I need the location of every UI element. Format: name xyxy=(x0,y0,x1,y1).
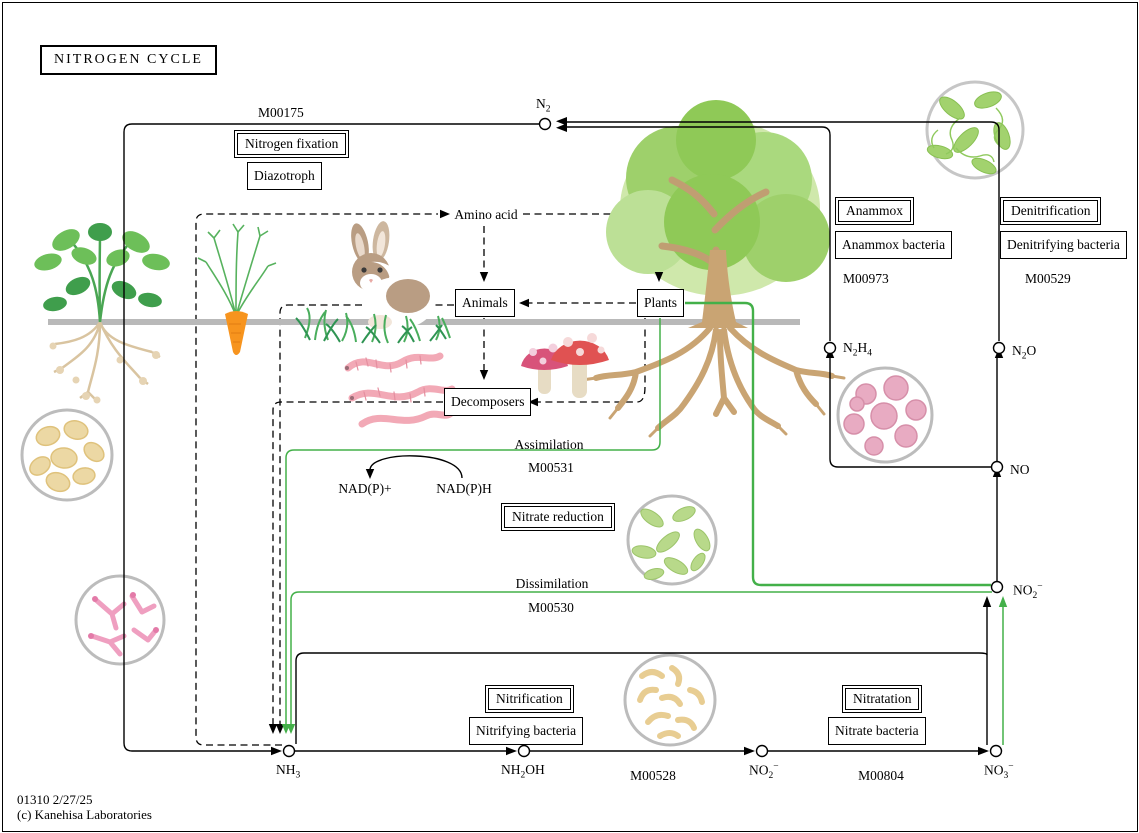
module-m00528[interactable]: M00528 xyxy=(630,768,676,783)
map-id-text: 01310 2/27/25 xyxy=(17,792,93,807)
amino-acid-label: Amino acid xyxy=(454,207,518,222)
map-title: NITROGEN CYCLE xyxy=(40,45,217,75)
nitrogen-fixation-path xyxy=(123,123,539,752)
no-to-n2h4-path xyxy=(829,358,991,468)
no2-right-label: NO2− xyxy=(1013,582,1043,602)
mushrooms-image xyxy=(521,333,609,398)
assimilation-label: Assimilation xyxy=(514,437,584,452)
decomposers-to-nh3-path xyxy=(272,401,443,724)
animals-to-nh3-path xyxy=(279,304,454,724)
grass-image xyxy=(295,307,451,344)
nadph-label: NAD(P)H xyxy=(436,481,492,496)
anammox-box[interactable]: Anammox xyxy=(835,197,914,225)
bacteria-vibrio-image xyxy=(623,653,717,747)
n2h4-to-n2-path xyxy=(567,126,831,341)
module-m00531[interactable]: M00531 xyxy=(528,460,574,475)
dissimilation-green-path xyxy=(290,591,992,724)
nadph-arc-path xyxy=(369,455,463,479)
no2-bottom-label: NO2− xyxy=(749,762,779,782)
copyright-text: (c) Kanehisa Laboratories xyxy=(17,807,152,822)
plants-to-decomposers-path xyxy=(538,318,646,403)
compound-node-no2-bottom[interactable] xyxy=(755,744,769,758)
anammox-bacteria-box[interactable]: Anammox bacteria xyxy=(835,231,953,259)
compound-node-no3[interactable] xyxy=(989,744,1003,758)
denitrification-box[interactable]: Denitrification xyxy=(1000,197,1102,225)
ground-line xyxy=(48,319,800,325)
diazotroph-box[interactable]: Diazotroph xyxy=(247,162,322,190)
compound-node-n2[interactable] xyxy=(538,117,552,131)
module-m00804[interactable]: M00804 xyxy=(858,768,904,783)
nitrification-box[interactable]: Nitrification xyxy=(485,685,574,713)
assimilation-green-path xyxy=(285,318,661,724)
nitrate-bacteria-box[interactable]: Nitrate bacteria xyxy=(828,717,926,745)
nitrogen-fixation-box[interactable]: Nitrogen fixation xyxy=(234,130,350,158)
bacteria-pinkcocci-image xyxy=(836,366,934,464)
denitrifying-bacteria-box[interactable]: Denitrifying bacteria xyxy=(1000,231,1127,259)
compound-node-n2o[interactable] xyxy=(992,341,1006,355)
module-m00529[interactable]: M00529 xyxy=(1025,271,1071,286)
nh2oh-label: NH2OH xyxy=(501,762,545,781)
compound-node-nh2oh[interactable] xyxy=(517,744,531,758)
bacteria-cocci-image xyxy=(20,408,114,502)
plant-image xyxy=(34,223,170,404)
bacteria-greenrods-image xyxy=(626,494,718,586)
compound-node-nh3[interactable] xyxy=(282,744,296,758)
nh3-label: NH3 xyxy=(276,762,301,781)
plants-no2-green-path xyxy=(685,301,991,587)
module-m00175[interactable]: M00175 xyxy=(258,105,304,120)
black-arrowheads xyxy=(268,117,1004,756)
decomposers-box[interactable]: Decomposers xyxy=(444,388,532,416)
plants-box[interactable]: Plants xyxy=(637,289,685,317)
nitrate-reduction-box[interactable]: Nitrate reduction xyxy=(501,503,615,531)
compound-node-n2h4[interactable] xyxy=(823,341,837,355)
bacteria-bifido-image xyxy=(74,574,166,666)
dissimilation-label: Dissimilation xyxy=(515,576,589,591)
no3-label: NO3− xyxy=(984,762,1014,782)
n2h4-label: N2H4 xyxy=(843,340,872,359)
nitratation-box[interactable]: Nitratation xyxy=(842,685,923,713)
module-m00973[interactable]: M00973 xyxy=(843,271,889,286)
compound-node-no2-right[interactable] xyxy=(990,580,1004,594)
tree-image xyxy=(580,100,846,438)
n2-label: N2 xyxy=(536,96,551,115)
compound-node-no[interactable] xyxy=(990,460,1004,474)
no-label: NO xyxy=(1010,462,1030,477)
module-m00530[interactable]: M00530 xyxy=(528,600,574,615)
nh3-to-aminoacid-path xyxy=(195,213,438,746)
no2-to-nh3-branch-path xyxy=(295,652,988,744)
green-arrowheads xyxy=(281,596,1008,734)
nitrifying-bacteria-box[interactable]: Nitrifying bacteria xyxy=(469,717,584,745)
animals-box[interactable]: Animals xyxy=(455,289,515,317)
n2o-to-n2-path xyxy=(567,121,1000,341)
nadp-plus-label: NAD(P)+ xyxy=(338,481,392,496)
n2o-label: N2O xyxy=(1012,343,1037,362)
carrot-image xyxy=(197,223,277,355)
